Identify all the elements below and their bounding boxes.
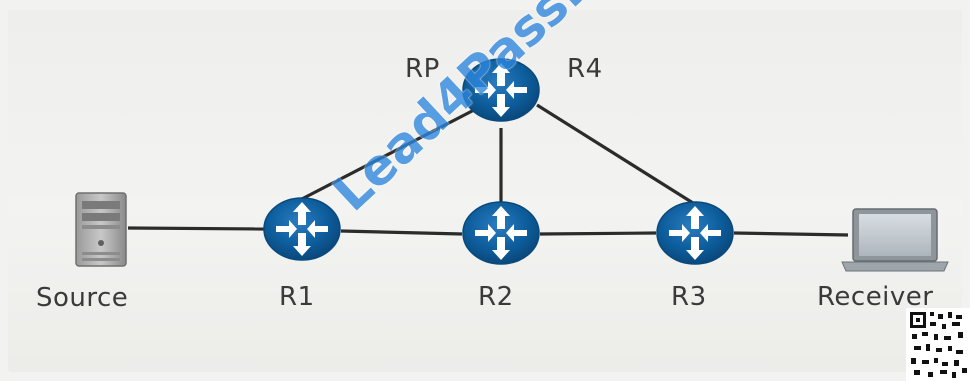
laptop-icon — [841, 208, 949, 272]
router-icon — [656, 201, 734, 265]
link-r2-r3 — [539, 231, 657, 236]
link-r3-receiver — [733, 231, 849, 237]
label-rp: RP — [405, 54, 440, 84]
router-icon — [462, 58, 540, 122]
links — [127, 103, 849, 237]
label-r3: R3 — [671, 282, 707, 312]
link-source-r1 — [127, 226, 266, 231]
link-r1-r4 — [297, 108, 475, 203]
label-r1: R1 — [279, 282, 315, 312]
label-r2: R2 — [478, 282, 514, 312]
router-icon — [462, 201, 540, 265]
link-r3-r4 — [536, 103, 694, 205]
qr-code-icon — [906, 308, 970, 381]
link-r1-r2 — [340, 229, 463, 236]
server-icon — [75, 192, 127, 267]
label-source: Source — [36, 283, 129, 313]
label-receiver: Receiver — [817, 282, 934, 312]
label-r4: R4 — [567, 54, 603, 84]
router-icon — [263, 197, 341, 261]
